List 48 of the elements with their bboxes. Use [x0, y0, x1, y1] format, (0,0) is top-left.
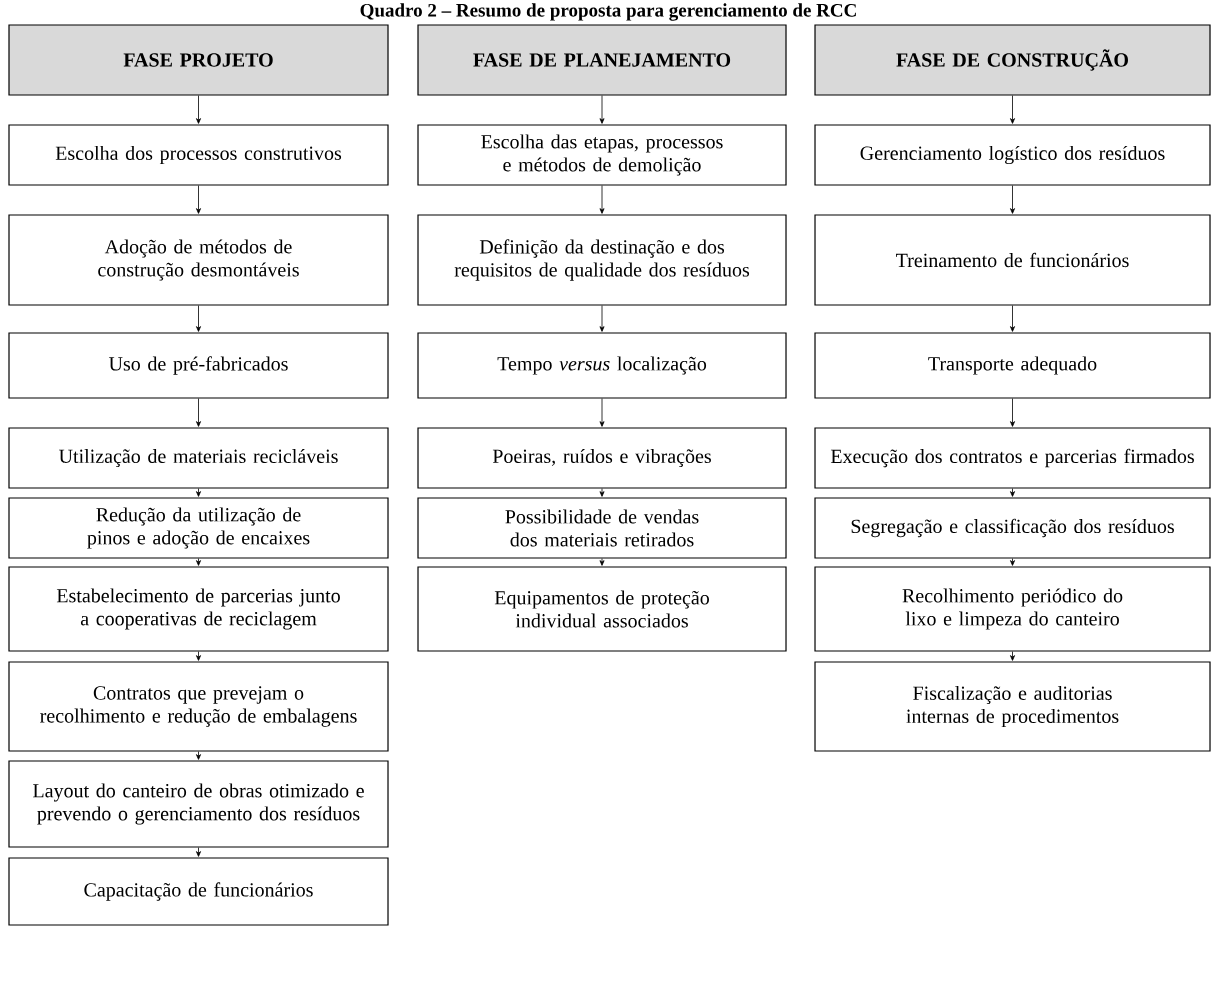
- process-box: Execução dos contratos e parcerias firmados: [814, 427, 1211, 489]
- arrow: [1010, 651, 1015, 661]
- process-box: Definição da destinação e dos requisitos de qualidade dos resíduos: [417, 214, 787, 306]
- process-box: Adoção de métodos de construção desmontáveis: [8, 214, 389, 306]
- process-box: Layout do canteiro de obras otimizado e prevendo o gerenciamento dos resíduos: [8, 760, 389, 848]
- arrow: [196, 488, 201, 497]
- process-box: Uso de pré-fabricados: [8, 332, 389, 399]
- arrow: [196, 558, 201, 566]
- process-box: Recolhimento periódico do lixo e limpeza do canteiro: [814, 566, 1211, 652]
- process-box: Redução da utilização de pinos e adoção de encaixes: [8, 497, 389, 559]
- arrow: [196, 95, 201, 124]
- process-box: Estabelecimento de parcerias junto a cooperativas de reciclagem: [8, 566, 389, 652]
- process-box: Escolha das etapas, processos e métodos de demolição: [417, 124, 787, 186]
- arrow: [599, 398, 605, 427]
- process-box: Treinamento de funcionários: [814, 214, 1211, 306]
- arrow: [1010, 488, 1015, 497]
- arrow: [1010, 398, 1015, 427]
- arrow: [196, 651, 201, 661]
- arrow: [599, 95, 605, 124]
- arrow: [599, 488, 605, 497]
- process-box: Segregação e classificação dos resíduos: [814, 497, 1211, 559]
- process-box: Poeiras, ruídos e vibrações: [417, 427, 787, 489]
- process-box: Contratos que prevejam o recolhimento e redução de embalagens: [8, 661, 389, 752]
- title: Quadro 2 – Resumo de proposta para gerenciamento de RCC: [360, 3, 856, 21]
- process-box: Tempo versus localização: [417, 332, 787, 399]
- arrow: [1010, 185, 1015, 214]
- process-box: Gerenciamento logístico dos resíduos: [814, 124, 1211, 186]
- arrow: [1010, 558, 1015, 566]
- phase-header: FASE PROJETO: [8, 24, 389, 96]
- process-box: Escolha dos processos construtivos: [8, 124, 389, 186]
- arrow: [1010, 305, 1015, 332]
- process-box: Possibilidade de vendas dos materiais retirados: [417, 497, 787, 559]
- arrow: [599, 305, 605, 332]
- process-box: Fiscalização e auditorias internas de procedimentos: [814, 661, 1211, 752]
- phase-header: FASE DE CONSTRUÇÃO: [814, 24, 1211, 96]
- arrow: [599, 185, 605, 214]
- process-box: Equipamentos de proteção individual associados: [417, 566, 787, 652]
- process-box: Utilização de materiais recicláveis: [8, 427, 389, 489]
- arrow: [196, 751, 201, 760]
- arrow: [196, 305, 201, 332]
- process-box: Transporte adequado: [814, 332, 1211, 399]
- arrow: [196, 398, 201, 427]
- arrow: [599, 558, 605, 566]
- arrow: [196, 185, 201, 214]
- phase-header: FASE DE PLANEJAMENTO: [417, 24, 787, 96]
- process-box: Capacitação de funcionários: [8, 857, 389, 926]
- arrow: [1010, 95, 1015, 124]
- arrow: [196, 847, 201, 857]
